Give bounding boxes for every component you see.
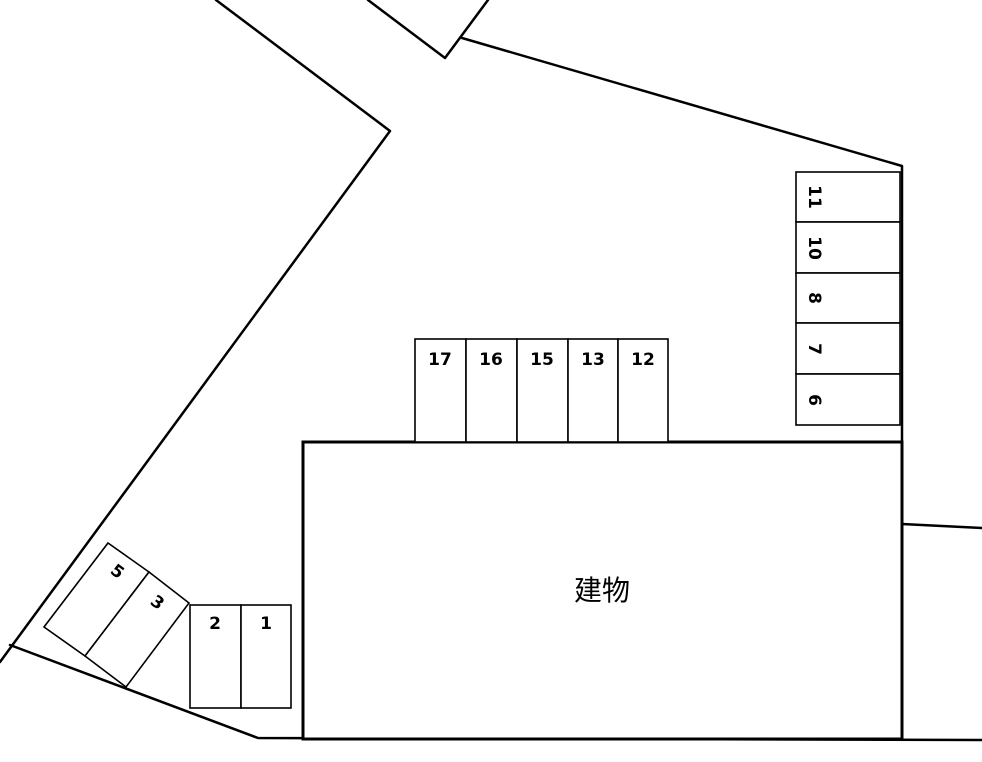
parking-slot-3[interactable]: 3 [83,570,191,689]
parking-row-right: 11 10 8 7 6 [795,171,901,426]
boundary-line-north [460,36,904,444]
parking-slot-5[interactable]: 5 [42,541,151,658]
slot-label-1: 1 [260,614,272,634]
parking-slot-13[interactable]: 13 [567,338,619,443]
slot-label-15: 15 [530,350,554,370]
parking-slot-16[interactable]: 16 [465,338,518,443]
parking-slot-11[interactable]: 11 [795,171,901,223]
slot-label-6: 6 [804,394,824,406]
slot-label-12: 12 [631,350,655,370]
parking-slot-2[interactable]: 2 [189,604,242,709]
slot-label-11: 11 [804,185,824,209]
building-label: 建物 [574,574,630,607]
parking-row-top: 17 16 15 13 12 [414,338,669,443]
parking-slot-7[interactable]: 7 [795,322,901,375]
parking-slot-17[interactable]: 17 [414,338,467,443]
parking-slot-6[interactable]: 6 [795,373,901,426]
slot-label-2: 2 [209,614,221,634]
slot-label-10: 10 [804,236,824,260]
boundary-line-east [900,522,982,530]
parking-slot-10[interactable]: 10 [795,221,901,274]
slot-label-13: 13 [581,350,605,370]
slot-label-8: 8 [804,292,824,304]
boundary-line-northeast [366,0,490,60]
slot-label-7: 7 [804,343,824,355]
parking-row-angled: 5 3 [42,541,191,689]
boundary-line-west [0,0,392,664]
parking-slot-1[interactable]: 1 [240,604,292,709]
parking-slot-8[interactable]: 8 [795,272,901,324]
parking-slot-12[interactable]: 12 [617,338,669,443]
slot-label-17: 17 [428,350,452,370]
parking-row-bottom-left: 2 1 [189,604,292,709]
building-outline [301,440,904,741]
building: 建物 [301,440,904,741]
parking-slot-15[interactable]: 15 [516,338,569,443]
slot-label-16: 16 [479,350,503,370]
